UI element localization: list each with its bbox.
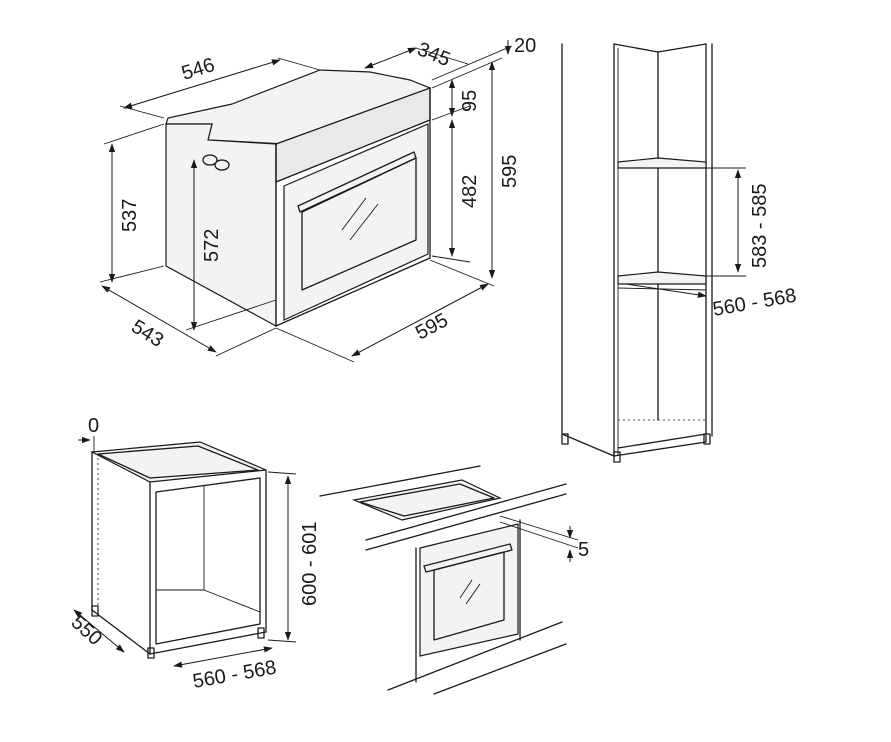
oven-door bbox=[283, 123, 429, 321]
oven-side bbox=[165, 123, 277, 328]
label-oven-body-height: 537 bbox=[119, 199, 141, 232]
label-oven-depth: 543 bbox=[127, 316, 167, 352]
label-oven-depth-top: 345 bbox=[414, 38, 453, 71]
cabinet-dimensions bbox=[73, 436, 297, 668]
oven-handle bbox=[297, 151, 417, 213]
label-column-niche-height: 583 - 585 bbox=[749, 183, 771, 268]
label-cabinet-height: 600 - 601 bbox=[299, 521, 321, 606]
label-oven-panel-height: 95 bbox=[459, 90, 481, 112]
oven-dimensions bbox=[99, 40, 513, 363]
oven-vent bbox=[202, 154, 218, 166]
column-dimensions bbox=[625, 167, 746, 298]
hob bbox=[351, 479, 502, 521]
label-oven-width: 546 bbox=[179, 54, 217, 85]
label-oven-gap-top: 20 bbox=[514, 35, 536, 57]
label-cabinet-offset: 0 bbox=[88, 415, 99, 437]
label-oven-door-height: 482 bbox=[459, 175, 481, 208]
label-oven-front-width: 595 bbox=[412, 309, 452, 344]
hob-oven-drawing bbox=[319, 465, 567, 695]
label-oven-total-height: 595 bbox=[499, 155, 521, 188]
oven-drawing bbox=[165, 69, 432, 328]
column-drawing bbox=[561, 43, 713, 463]
label-column-niche-width: 560 - 568 bbox=[711, 285, 798, 321]
label-hob-gap: 5 bbox=[578, 539, 589, 561]
built-in-oven bbox=[419, 523, 519, 657]
label-cabinet-depth: 550 bbox=[67, 611, 107, 650]
label-oven-niche-height: 572 bbox=[201, 229, 223, 262]
hob-dimensions bbox=[499, 515, 579, 562]
label-cabinet-width: 560 - 568 bbox=[191, 657, 278, 693]
cabinet-drawing bbox=[89, 441, 267, 659]
